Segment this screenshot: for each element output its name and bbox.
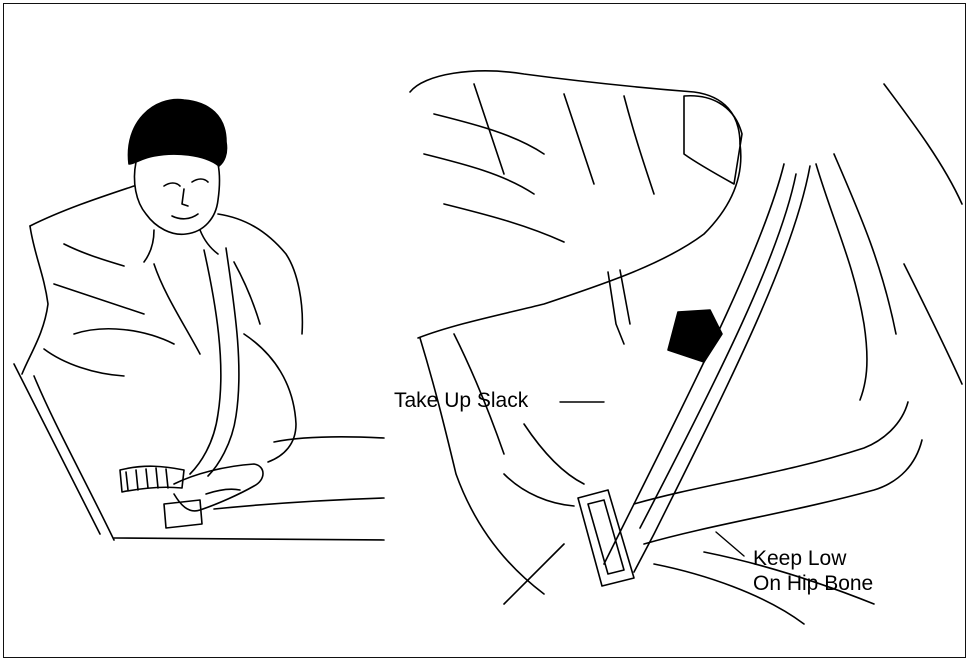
belt-closeup-drawing bbox=[410, 71, 962, 624]
callout-keep-low-line1: Keep Low bbox=[753, 546, 873, 571]
figure-frame: Take Up Slack Keep Low On Hip Bone bbox=[3, 3, 966, 658]
seated-person-drawing bbox=[14, 100, 384, 540]
callout-keep-low-line2: On Hip Bone bbox=[753, 571, 873, 596]
callout-keep-low-on-hip-bone: Keep Low On Hip Bone bbox=[753, 546, 873, 596]
callout-take-up-slack: Take Up Slack bbox=[394, 388, 528, 413]
